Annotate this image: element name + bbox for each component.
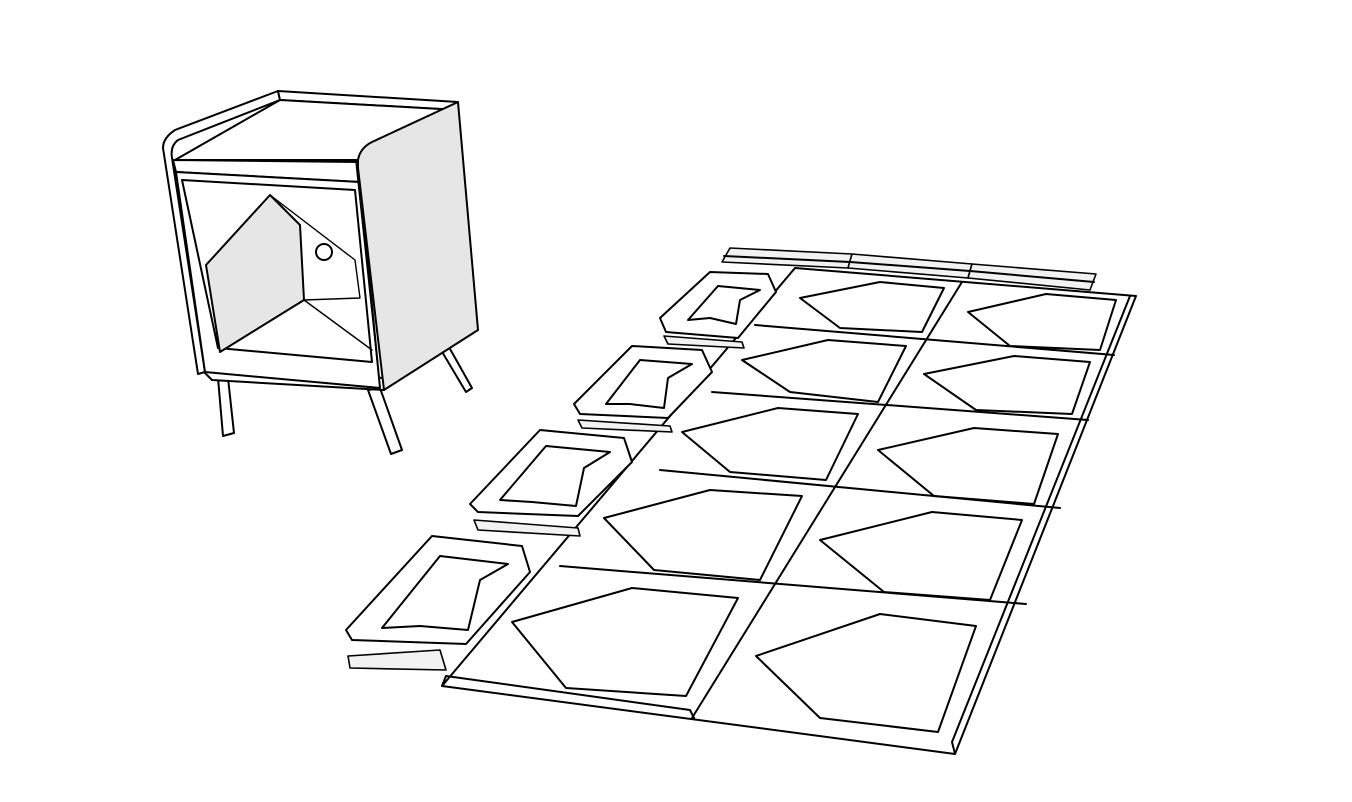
panel-cutout-l4 <box>603 489 803 581</box>
assembled-cabinet <box>162 90 479 455</box>
panel-cutout-r3 <box>877 427 1059 505</box>
panel-cutout-r5 <box>755 613 977 733</box>
panel-row-divider-2 <box>711 391 1089 421</box>
cabinet-right-side <box>357 101 479 391</box>
leg-frame-1 <box>659 271 777 349</box>
panel-cutout-l2 <box>741 339 907 403</box>
stacked-strips <box>721 247 1097 291</box>
panel-cutout-l1 <box>799 281 945 333</box>
panel-cutout-r4 <box>819 511 1023 601</box>
panel-row-divider-1 <box>754 324 1115 356</box>
panel-cutout-l5 <box>511 587 739 697</box>
cabinet-pentagon-cutout <box>205 194 305 353</box>
leg-frames <box>345 271 777 671</box>
leg-frame-4 <box>345 535 531 671</box>
panel-cutout-l3 <box>681 407 859 481</box>
panel-column-divider <box>691 281 963 719</box>
cabinet-floor-edge <box>219 299 373 353</box>
cabinet-knob-hole <box>315 243 333 261</box>
cabinet-front-leg-right <box>367 387 403 455</box>
cabinet-front-leg-left <box>217 377 235 437</box>
panel-cutout-r1 <box>967 293 1117 351</box>
panel-cutout-r2 <box>923 355 1091 415</box>
leg-frame-3 <box>469 429 633 537</box>
cabinet-left-side <box>162 90 281 375</box>
cabinet-interior-edge <box>269 194 361 301</box>
panel-grid <box>441 267 1137 755</box>
cabinet-right-side-edge <box>355 161 381 389</box>
leg-frame-2 <box>573 345 713 433</box>
